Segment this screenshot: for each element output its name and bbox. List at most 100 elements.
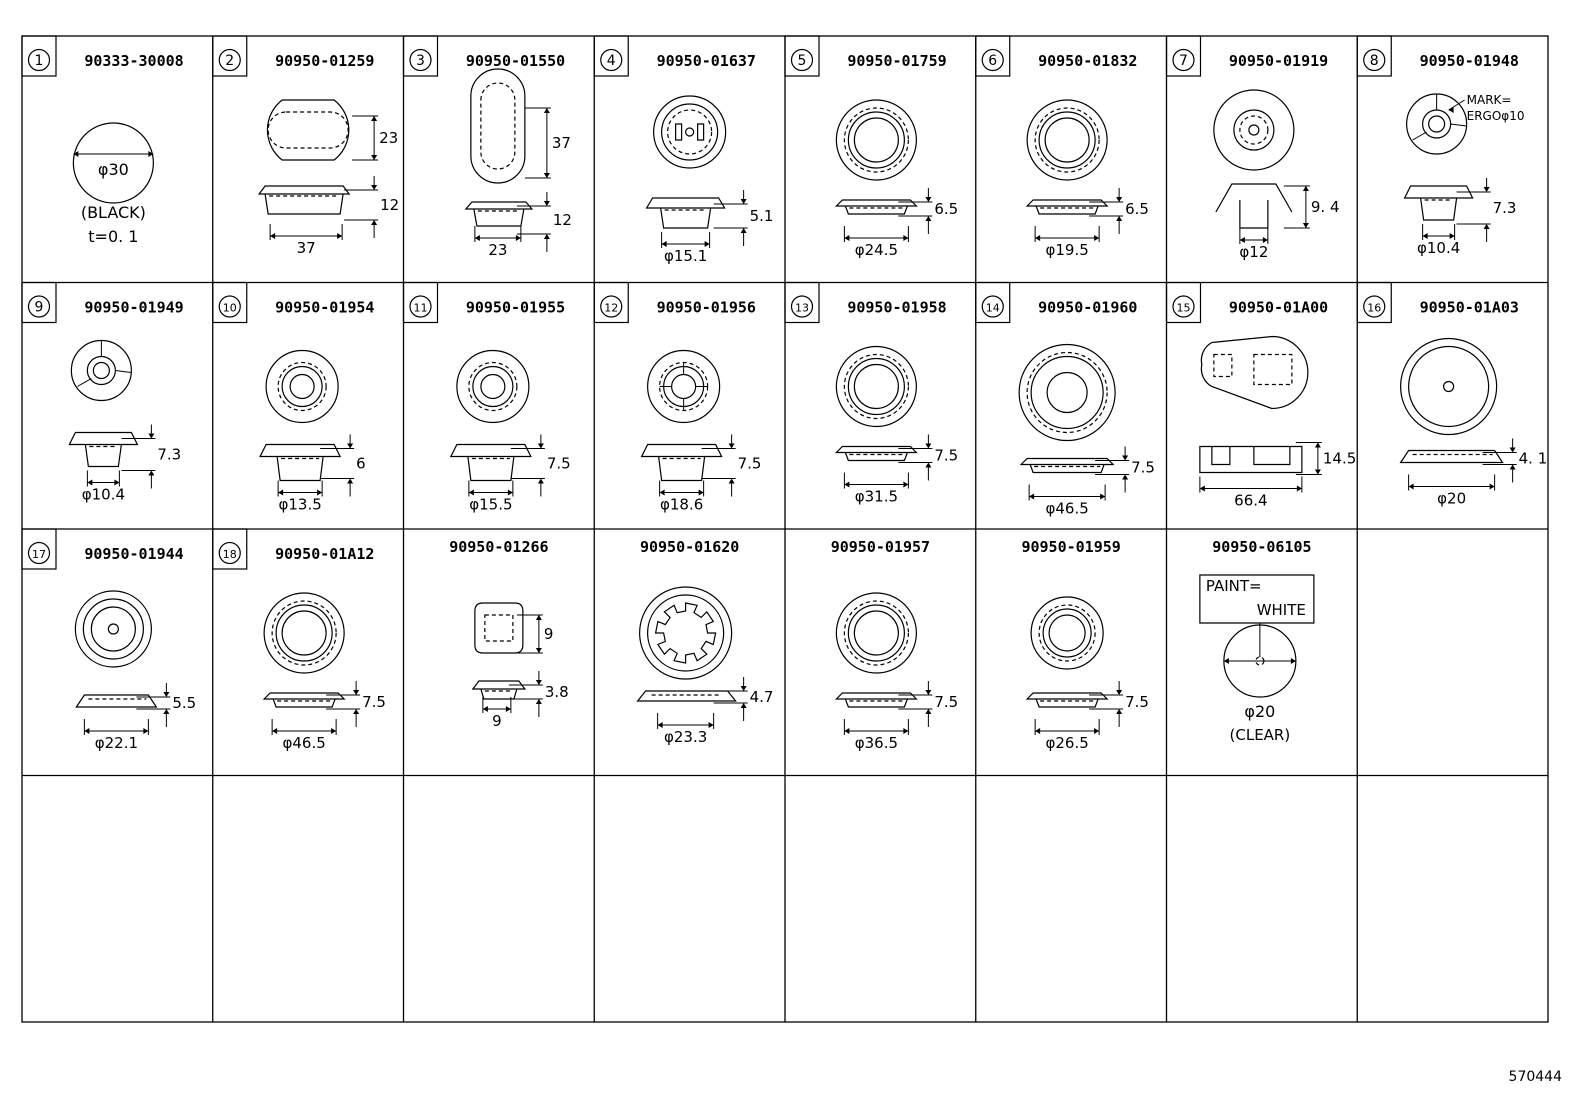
dimension-arrow	[537, 478, 544, 484]
part-number: 90950-01A12	[275, 545, 374, 563]
dimension-label-width: φ24.5	[855, 241, 898, 259]
diagram-reference-number: 570444	[1508, 1069, 1562, 1085]
dimension-arrow	[371, 116, 378, 121]
split-line	[1450, 123, 1467, 127]
dimension-arrow	[482, 706, 488, 712]
plug-hole	[671, 373, 697, 400]
side-flange	[1025, 692, 1109, 700]
dimension-label-width: φ13.5	[278, 496, 321, 514]
dimension-label-height: 4.7	[750, 688, 774, 706]
dimension-arrow	[1122, 474, 1129, 480]
dimension-arrow	[537, 443, 544, 449]
dimension-label-height: 9. 4	[1311, 198, 1340, 216]
side-body	[473, 208, 525, 227]
index-number: 16	[1367, 302, 1381, 315]
note-box	[1199, 574, 1315, 624]
dimension-arrow	[371, 155, 378, 160]
center-dot	[1443, 380, 1455, 393]
material-color-label: (BLACK)	[81, 203, 146, 222]
index-number: 14	[986, 302, 1000, 315]
dimension-arrow	[1509, 464, 1516, 470]
part-number: 90950-01960	[1038, 299, 1137, 317]
split-line	[115, 370, 132, 373]
side-foot	[1211, 446, 1231, 466]
oval-outline	[470, 68, 526, 184]
side-body	[84, 444, 122, 468]
ring-inner-2	[90, 606, 136, 652]
dimension-arrow	[844, 728, 850, 734]
thickness-label: t=0. 1	[88, 227, 138, 246]
ring-hole	[281, 610, 327, 656]
ring-outline	[835, 99, 917, 181]
dimension-arrow	[1035, 728, 1041, 734]
plug-inner-ring	[661, 103, 719, 161]
plug-outline	[456, 349, 530, 424]
ring-outline	[835, 345, 917, 428]
index-number: 10	[223, 302, 237, 315]
dimension-label-width: φ10.4	[82, 486, 125, 504]
dimension-label-width: φ26.5	[1045, 734, 1088, 752]
dimension-arrow	[535, 648, 542, 653]
index-number: 4	[607, 53, 616, 69]
part-number: 90950-01955	[466, 299, 565, 317]
dimension-arrow	[1094, 728, 1100, 734]
index-box	[1165, 281, 1202, 324]
dimension-arrow	[515, 235, 521, 241]
dimension-label-width: φ10.4	[1417, 239, 1460, 257]
dimension-arrow	[543, 234, 550, 239]
ring-inner	[275, 604, 333, 662]
index-box	[975, 35, 1011, 77]
plug-outline	[653, 95, 727, 169]
ring-inner-hidden	[843, 107, 909, 173]
dimension-arrow	[740, 703, 747, 708]
material-color-label: (CLEAR)	[1230, 726, 1291, 744]
side-foot	[1253, 446, 1291, 466]
side-body	[1420, 197, 1458, 221]
dimension-arrow	[507, 489, 513, 496]
ring-hole	[1046, 371, 1088, 414]
index-box	[784, 35, 820, 77]
index-box	[975, 281, 1011, 324]
dimension-arrow	[371, 185, 378, 190]
index-number: 7	[1179, 53, 1188, 69]
side-body	[1029, 464, 1105, 474]
dimension-arrow	[728, 478, 735, 484]
dimension-label-width: φ36.5	[855, 734, 898, 752]
side-flange	[1019, 457, 1115, 466]
index-circle	[1363, 48, 1386, 72]
index-circle	[600, 295, 623, 318]
dimension-arrow	[1422, 233, 1428, 239]
dimension-arrow	[903, 481, 909, 488]
dimension-arrow	[505, 706, 511, 712]
part-number: 90950-01948	[1420, 52, 1519, 70]
dimension-arrow	[278, 489, 284, 496]
dimension-label-height: 7.5	[1125, 693, 1149, 711]
side-body	[1035, 698, 1099, 708]
ring-inner-hidden	[843, 353, 909, 420]
dimension-arrow	[1448, 107, 1454, 113]
ring-outline	[74, 590, 152, 668]
dimension-arrow	[543, 108, 550, 113]
dimension-arrow	[1122, 455, 1129, 461]
side-flange	[1399, 449, 1504, 464]
dimension-arrow	[708, 722, 714, 728]
dimension-label-width: 37	[297, 239, 316, 257]
index-box	[1356, 35, 1392, 77]
part-number: 90950-06105	[1212, 538, 1311, 556]
ring-outline	[835, 592, 917, 674]
dimension-arrow	[1314, 469, 1321, 475]
side-body	[658, 456, 706, 482]
part-number: 90950-01A00	[1229, 299, 1328, 317]
side-body	[1239, 200, 1269, 229]
dimension-arrow	[1094, 235, 1100, 241]
dimension-arrow	[353, 690, 360, 695]
dimension-label-height: 7.5	[934, 447, 958, 465]
